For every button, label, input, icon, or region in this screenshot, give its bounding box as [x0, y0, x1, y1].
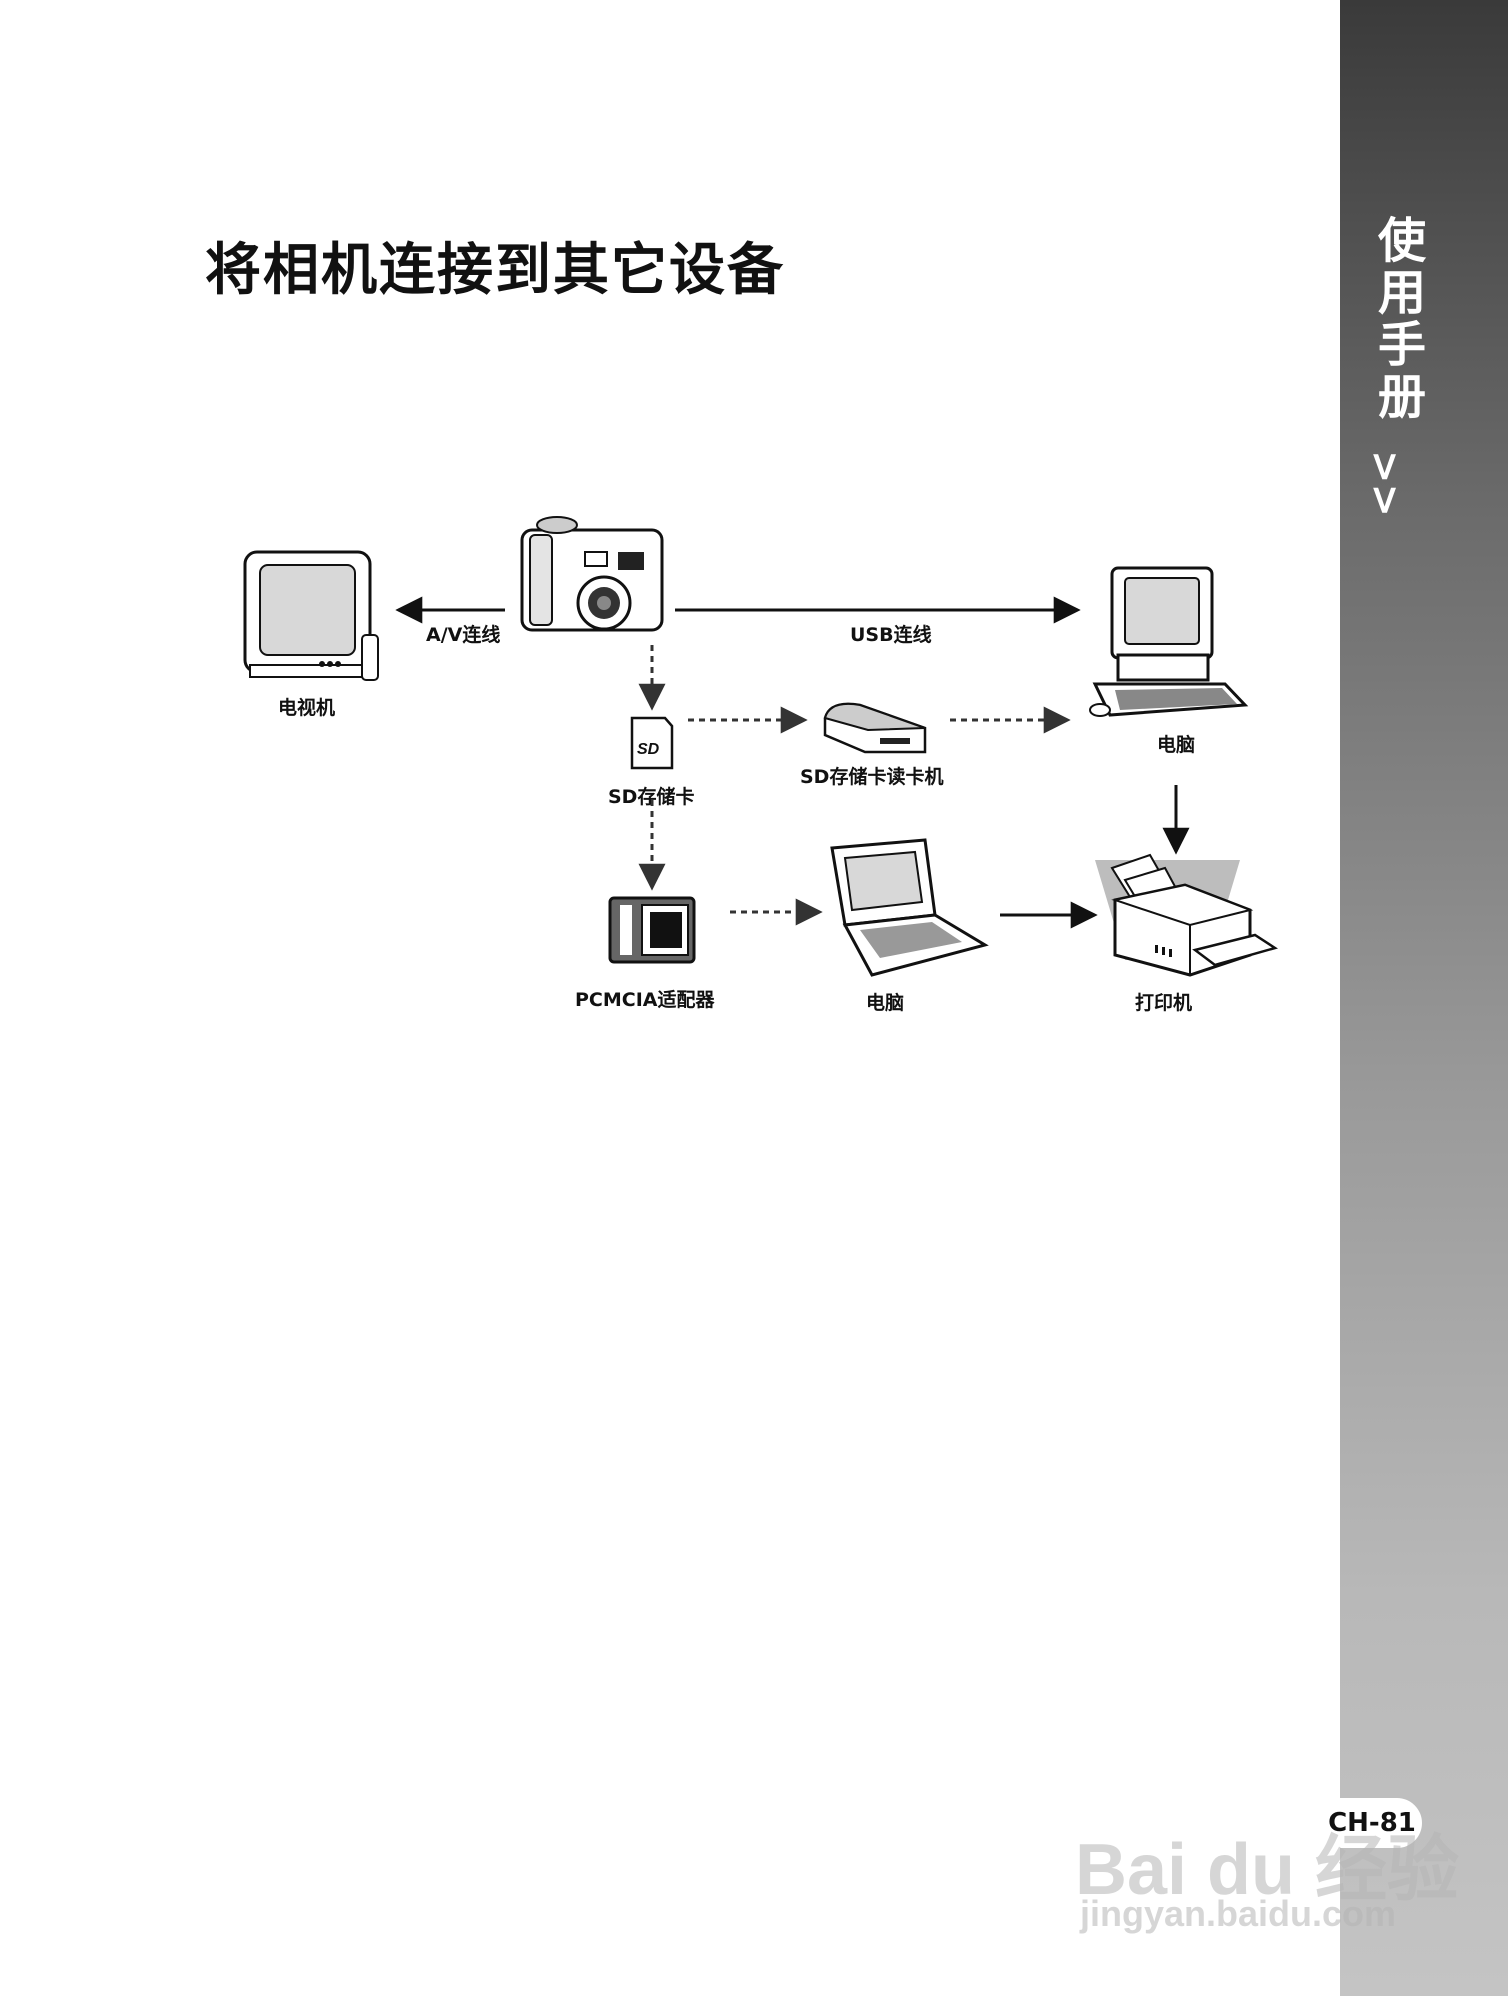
sd-card-icon: SD	[630, 716, 674, 770]
laptop-label: 电脑	[866, 992, 905, 1014]
av-cable-label: A/V连线	[426, 624, 501, 646]
watermark-url: jingyan.baidu.com	[1080, 1893, 1397, 1934]
desktop-computer-icon	[1089, 566, 1249, 717]
pcmcia-adapter-label: PCMCIA适配器	[575, 989, 715, 1011]
tv-label: 电视机	[278, 697, 336, 719]
printer-label: 打印机	[1135, 992, 1193, 1014]
sidebar-band	[1340, 0, 1508, 1996]
watermark-logo: Bai du 经验	[1075, 1830, 1460, 1910]
page-title: 将相机连接到其它设备	[205, 238, 785, 303]
pcmcia-adapter-icon	[608, 896, 696, 964]
tv-icon	[243, 550, 379, 681]
laptop-icon	[830, 838, 989, 977]
desktop-computer-label: 电脑	[1157, 734, 1196, 756]
sd-card-label: SD存储卡	[608, 786, 695, 808]
camera-icon	[520, 516, 664, 632]
printer-icon	[1095, 853, 1278, 977]
svg-text:SD: SD	[637, 741, 660, 758]
page-number: CH-81	[1322, 1798, 1422, 1848]
sidebar-title: 使用手册	[1369, 215, 1425, 423]
sidebar-arrows: >>	[1362, 450, 1408, 518]
card-reader-icon	[823, 702, 927, 754]
card-reader-label: SD存储卡读卡机	[800, 766, 944, 788]
usb-cable-label: USB连线	[850, 624, 932, 646]
